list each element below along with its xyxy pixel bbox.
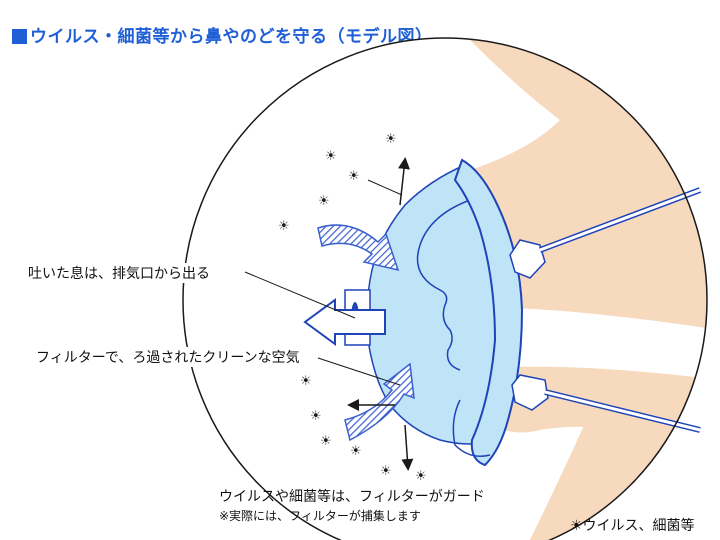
label-filtered-air: フィルターで、ろ過されたクリーンな空気 bbox=[35, 347, 301, 367]
virus-particle-icon: ☀ bbox=[325, 149, 337, 164]
outflow-arrow-top bbox=[398, 157, 410, 206]
virus-particle-icon: ☀ bbox=[318, 194, 330, 209]
mask-seal bbox=[453, 158, 524, 467]
intake-arrow-lower-icon bbox=[344, 362, 415, 442]
virus-particle-icon: ☀ bbox=[320, 434, 332, 449]
leader-line-top bbox=[367, 179, 403, 196]
virus-particle-icon: ☀ bbox=[350, 444, 362, 459]
magnifier-outline bbox=[182, 37, 708, 540]
lower-strap bbox=[511, 374, 701, 433]
leader-line-exhale bbox=[244, 271, 356, 319]
label-filter-guard: ウイルスや細菌等は、フィルターがガード bbox=[219, 489, 485, 505]
leader-line-clean bbox=[317, 357, 401, 386]
title-square-icon bbox=[12, 29, 27, 44]
virus-particle-icon: ☀ bbox=[348, 169, 360, 184]
legend-virus: ☀ウイルス、細菌等 bbox=[570, 518, 695, 534]
nose-shape bbox=[416, 199, 471, 371]
label-exhale: 吐いた息は、排気口から出る bbox=[27, 263, 211, 283]
label-note: ※実際には、フィルターが捕集します bbox=[219, 509, 421, 523]
virus-particle-icon: ☀ bbox=[310, 409, 322, 424]
title-text: ウイルス・細菌等から鼻やのどを守る（モデル図） bbox=[30, 27, 433, 47]
virus-particle-icon: ☀ bbox=[415, 469, 427, 484]
mask-chin-cup bbox=[452, 399, 491, 457]
blocked-arrow-down bbox=[401, 424, 414, 471]
upper-strap bbox=[509, 187, 702, 279]
exhale-arrow-icon bbox=[303, 298, 386, 346]
virus-particle-icon: ☀ bbox=[385, 132, 397, 147]
intake-arrow-upper-icon bbox=[317, 224, 400, 272]
virus-particle-icon: ☀ bbox=[380, 464, 392, 479]
virus-particle-icon: ☀ bbox=[278, 219, 290, 234]
page-title: ウイルス・細菌等から鼻やのどを守る（モデル図） bbox=[12, 22, 433, 47]
virus-particle-icon: ☀ bbox=[300, 374, 312, 389]
